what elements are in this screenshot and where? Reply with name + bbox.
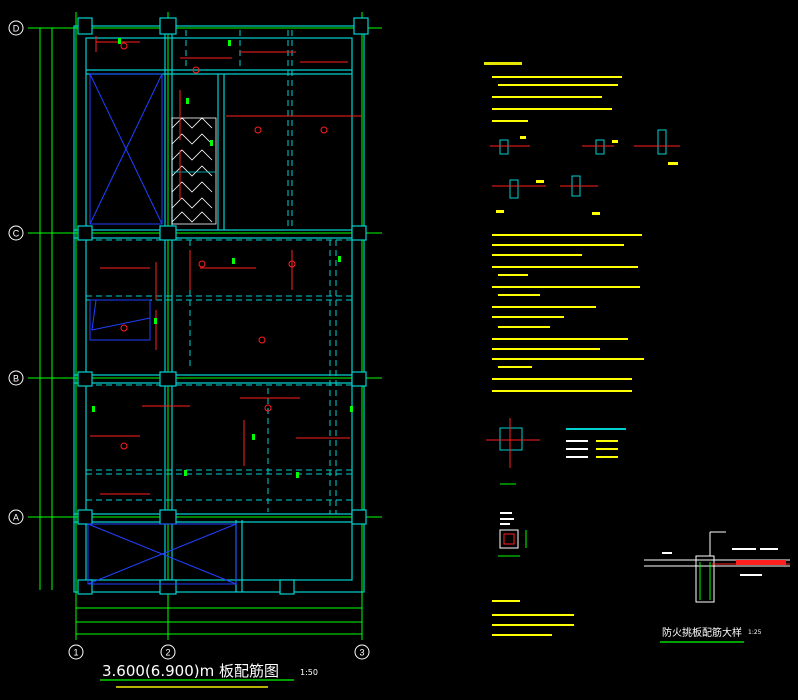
drawing-scale: 1:50 [300, 668, 318, 677]
beam-detail-sketches [490, 129, 680, 215]
axis-label: 1 [73, 648, 78, 658]
axis-bubble-circle [8, 370, 24, 386]
axis-bubble-col-3: 3 [354, 644, 370, 660]
axis-bubble-circle [354, 644, 370, 660]
axis-bubble-circle [160, 644, 176, 660]
drawing-title: 3.600(6.900)m 板配筋图 [102, 662, 279, 680]
axis-bubble-row-C: C [8, 225, 24, 241]
dashed-rebar-lines [86, 30, 352, 514]
title-note-strip [116, 686, 268, 688]
rebar-tags [92, 38, 353, 478]
axis-label: 2 [165, 648, 170, 658]
axis-bubble-row-D: D [8, 20, 24, 36]
detail-scale: 1:25 [748, 629, 762, 636]
axis-label: C [13, 229, 20, 239]
axis-bubble-circle [8, 20, 24, 36]
opening-braces [87, 73, 237, 585]
general-notes [484, 62, 644, 636]
axis-bubbles: D C B A 1 2 3 [8, 20, 370, 660]
axis-label: A [13, 513, 19, 523]
axis-bubble-circle [8, 509, 24, 525]
column-section-detail [498, 512, 527, 557]
rebar-legend [486, 418, 626, 485]
axis-bubble-circle [8, 225, 24, 241]
detail-title: 防火挑板配筋大样 [662, 626, 742, 639]
axis-label: B [13, 374, 19, 384]
stair-hatch [171, 117, 217, 225]
axis-bubble-row-A: A [8, 509, 24, 525]
axis-bubble-col-1: 1 [68, 644, 84, 660]
axis-label: 3 [359, 648, 364, 658]
axis-label: D [13, 24, 20, 34]
rebar-marks [90, 36, 362, 495]
columns [77, 17, 369, 595]
axis-bubble-col-2: 2 [160, 644, 176, 660]
axis-bubble-circle [68, 644, 84, 660]
axis-bubble-row-B: B [8, 370, 24, 386]
fire-cantilever-detail [644, 531, 790, 643]
